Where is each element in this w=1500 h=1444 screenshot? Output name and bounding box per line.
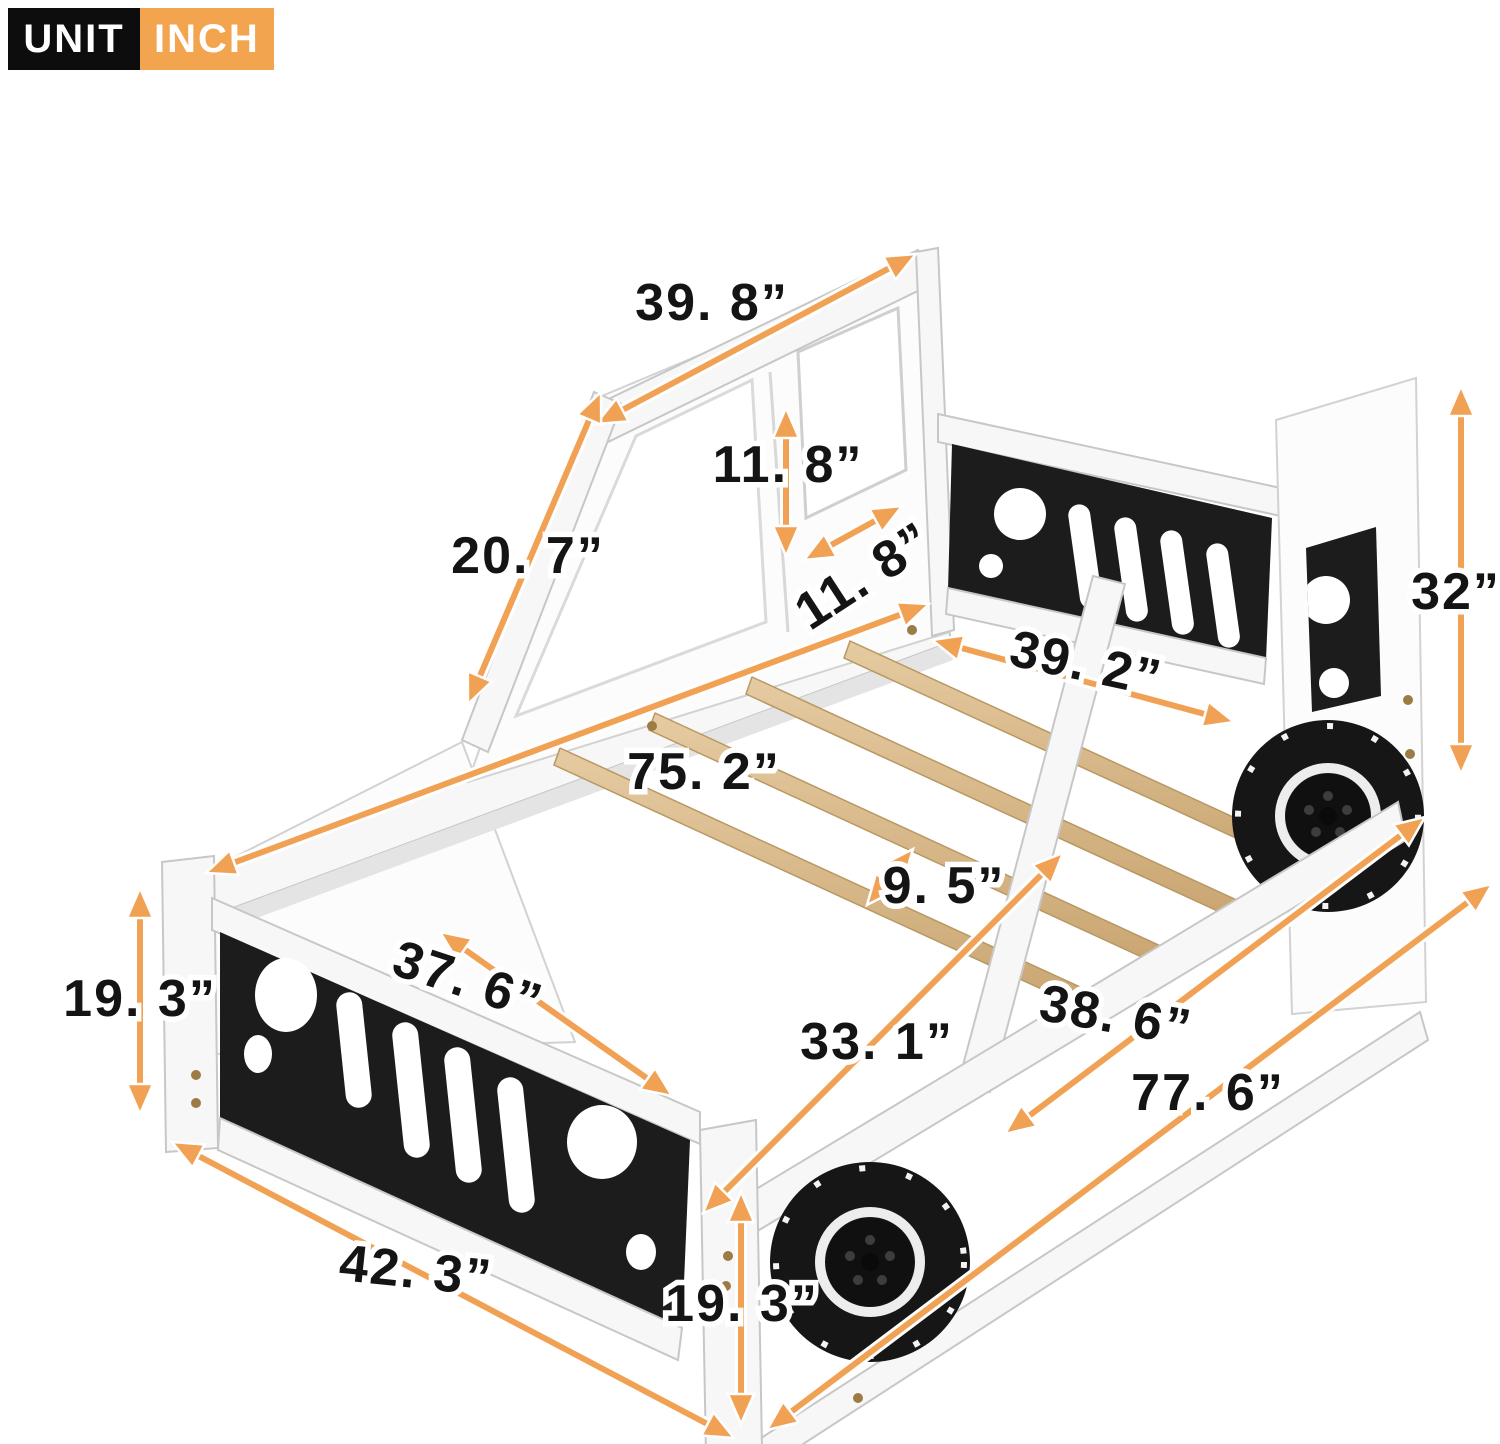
front-grille-slot bbox=[392, 1022, 430, 1158]
front-grille-slot bbox=[497, 1077, 535, 1213]
front-grille-headlight-cutout bbox=[255, 958, 317, 1032]
front-grille-headlight-cutout bbox=[567, 1105, 637, 1179]
dimension-label-inner-length: 75. 2” bbox=[627, 743, 781, 801]
dimension-label-windshield-length: 20. 7” bbox=[451, 527, 605, 585]
dimension-arrow-rear-inner-width bbox=[928, 633, 1238, 729]
dimension-label-overall-height: 32” bbox=[1411, 563, 1500, 621]
unit-badge: UNIT INCH bbox=[8, 8, 274, 70]
dimension-arrow-inner-length bbox=[203, 600, 932, 877]
dimension-label-overall-length: 77. 6” bbox=[1131, 1064, 1285, 1122]
rear-grille-headlight-cutout bbox=[994, 488, 1046, 540]
arrowhead-icon bbox=[881, 252, 919, 282]
front-grille-slot bbox=[444, 1047, 482, 1183]
dimension-label-cab-roof-length: 39. 8” bbox=[635, 274, 789, 332]
front-grille-slot bbox=[336, 992, 372, 1108]
cab-window-opening bbox=[796, 305, 908, 521]
dimension-arrows-layer bbox=[125, 252, 1495, 1440]
dimension-label-front-leg-height: 19. 3” bbox=[63, 970, 217, 1028]
arrowhead-icon bbox=[125, 1082, 155, 1118]
cab-assembly bbox=[460, 246, 956, 784]
arrowhead-icon bbox=[1446, 742, 1476, 778]
unit-badge-inch: INCH bbox=[140, 8, 274, 70]
arrowhead-icon bbox=[867, 504, 905, 535]
arrowhead-icon bbox=[771, 404, 801, 440]
arrowhead-icon bbox=[865, 871, 899, 908]
front-grille-small-cutout bbox=[244, 1035, 272, 1073]
arrowhead-icon bbox=[466, 669, 494, 707]
arrowhead-icon bbox=[1002, 1103, 1039, 1136]
unit-badge-label: UNIT bbox=[8, 8, 140, 70]
arrowhead-icon bbox=[801, 531, 839, 562]
arrowhead-icon bbox=[203, 848, 241, 877]
dimension-arrow-cab-roof-length bbox=[593, 252, 919, 426]
dimension-arrow-overall-width bbox=[169, 1140, 737, 1440]
arrowhead-icon bbox=[169, 1140, 207, 1170]
front-wheel-hub-ring bbox=[815, 1207, 925, 1317]
arrowhead-icon bbox=[125, 884, 155, 920]
dimension-arrow-front-inner-width bbox=[437, 930, 675, 1098]
arrowhead-icon bbox=[1458, 882, 1495, 915]
arrowhead-icon bbox=[699, 1410, 737, 1440]
arrowhead-icon bbox=[928, 633, 967, 663]
dimension-arrow-overall-length bbox=[764, 882, 1495, 1432]
cab-divider-edge bbox=[768, 371, 790, 633]
arrowhead-icon bbox=[771, 524, 801, 560]
dimension-arrow-window-width bbox=[801, 504, 905, 562]
dimension-label-slat-area-length: 33. 1” bbox=[800, 1013, 954, 1071]
arrowhead-icon bbox=[575, 389, 603, 427]
dimension-label-rear-leg-height: 19. 3” bbox=[665, 1275, 819, 1333]
arrowhead-icon bbox=[726, 1392, 756, 1428]
arrowhead-icon bbox=[593, 396, 631, 426]
arrowhead-icon bbox=[637, 1065, 675, 1098]
arrowhead-icon bbox=[1030, 850, 1066, 886]
rear-grille-slot bbox=[1114, 517, 1148, 622]
dimension-label-slat-spacing: 9. 5” bbox=[883, 857, 1006, 915]
dimension-arrow-window-height bbox=[771, 404, 801, 560]
arrowhead-icon bbox=[764, 1399, 801, 1432]
dimension-arrow-slat-spacing bbox=[865, 846, 915, 908]
front-grille-bottom-rail bbox=[216, 1116, 684, 1362]
arrowhead-icon bbox=[700, 1180, 736, 1216]
dimension-arrow-rear-leg-height bbox=[726, 1188, 756, 1428]
front-grille-small-cutout bbox=[626, 1234, 656, 1270]
windshield-opening bbox=[513, 377, 768, 719]
quarter-window-black-panel bbox=[1306, 527, 1381, 712]
rear-grille-slot bbox=[1160, 530, 1194, 635]
arrowhead-icon bbox=[1199, 699, 1238, 729]
quarter-panel-circle-cutout bbox=[1306, 576, 1350, 624]
arrowhead-icon bbox=[1391, 815, 1428, 848]
quarter-panel-circle-cutout bbox=[1319, 668, 1349, 698]
cab-rear-post bbox=[914, 246, 956, 638]
rear-grille-slot bbox=[1206, 543, 1240, 648]
arrowhead-icon bbox=[881, 846, 915, 883]
arrowhead-icon bbox=[894, 600, 932, 629]
dimension-arrow-side-rail-length bbox=[1002, 815, 1428, 1136]
dimension-arrow-slat-area-length bbox=[700, 850, 1066, 1216]
dimension-arrow-windshield-length bbox=[466, 389, 603, 707]
dimension-arrow-overall-height bbox=[1446, 382, 1476, 778]
rear-grille-small-cutout bbox=[979, 554, 1003, 578]
dimension-label-window-height: 11. 8” bbox=[713, 436, 864, 494]
rear-wheel bbox=[1232, 720, 1424, 912]
arrowhead-icon bbox=[437, 930, 475, 963]
far-side-rail-shadow bbox=[206, 642, 953, 936]
dimension-arrow-front-leg-height bbox=[125, 884, 155, 1118]
arrowhead-icon bbox=[726, 1188, 756, 1224]
arrowhead-icon bbox=[1446, 382, 1476, 418]
